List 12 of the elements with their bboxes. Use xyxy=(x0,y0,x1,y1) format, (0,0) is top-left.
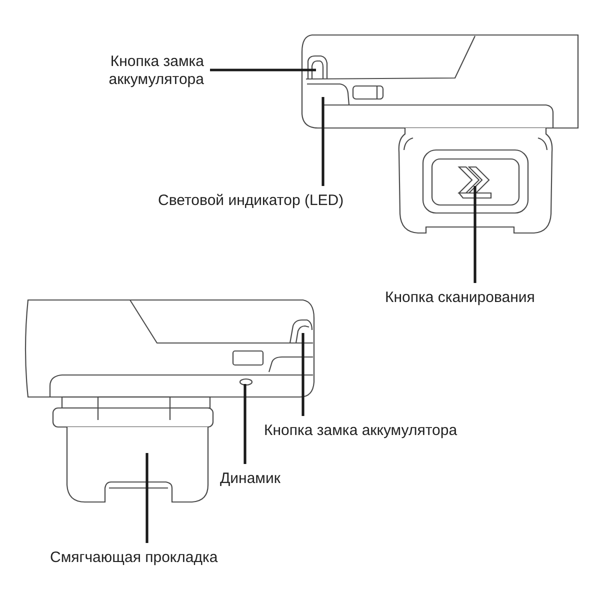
leader-line xyxy=(474,186,476,283)
leader-line xyxy=(322,97,324,186)
callout-label: Кнопка замка аккумулятора xyxy=(258,416,464,446)
callout-label: Динамик xyxy=(214,464,286,494)
leader-line xyxy=(146,453,148,543)
leader-line xyxy=(302,333,304,416)
leader-line xyxy=(244,384,246,464)
callout-label: Световой индикатор (LED) xyxy=(152,186,350,216)
leader-line xyxy=(210,68,316,72)
callout-label: Кнопка замка аккумулятора xyxy=(78,49,210,93)
callout-label: Кнопка сканирования xyxy=(379,283,541,314)
callout-label: Смягчающая прокладка xyxy=(44,543,224,574)
